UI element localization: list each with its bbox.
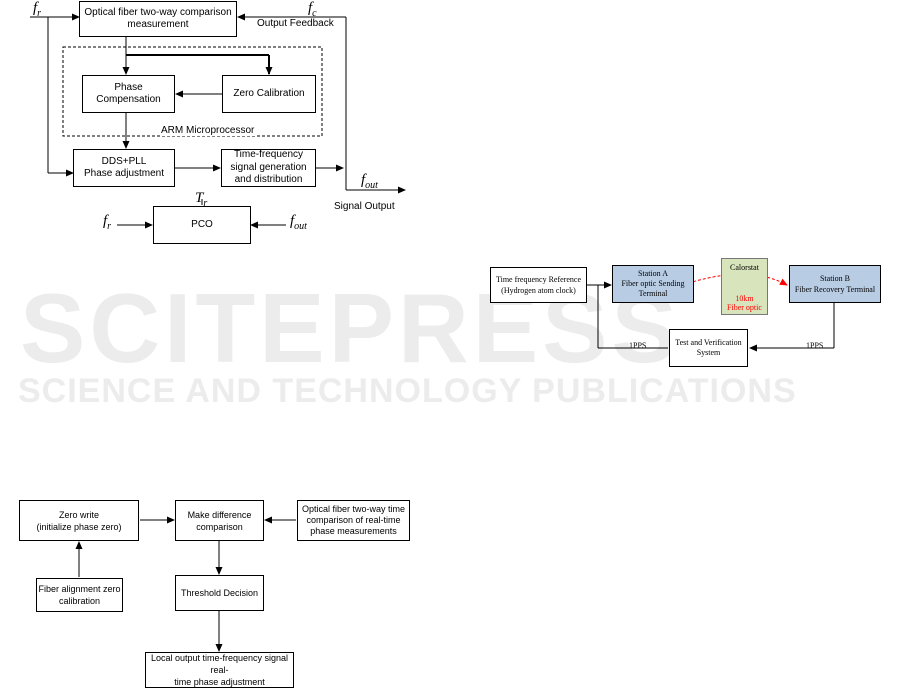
arm-microprocessor-label: ARM Microprocessor bbox=[160, 125, 256, 136]
calorstat-box: Calorstat bbox=[721, 258, 768, 315]
zero-write-box: Zero write(initialize phase zero) bbox=[19, 500, 139, 541]
symbol-fr: fr bbox=[33, 0, 42, 19]
symbol-tr: Tr bbox=[195, 190, 208, 209]
pps-right-label: 1PPS bbox=[806, 341, 824, 350]
pps-left-label: 1PPS bbox=[629, 341, 647, 350]
watermark-subtitle: SCIENCE AND TECHNOLOGY PUBLICATIONS bbox=[18, 372, 797, 410]
time-frequency-reference-box: Time frequency Reference(Hydrogen atom c… bbox=[490, 267, 587, 303]
symbol-fout-top: fout bbox=[361, 172, 378, 191]
signal-output-label: Signal Output bbox=[334, 201, 395, 212]
symbol-fc: fc bbox=[308, 0, 317, 19]
symbol-fout-pco: fout bbox=[290, 213, 307, 232]
pco-box: PCO bbox=[153, 206, 251, 244]
zero-calibration-box: Zero Calibration bbox=[222, 75, 316, 113]
threshold-decision-box: Threshold Decision bbox=[175, 575, 264, 611]
output-feedback-label: Output Feedback bbox=[257, 18, 334, 29]
symbol-fr-pco: fr bbox=[103, 213, 112, 232]
local-output-box: Local output time-frequency signal real-… bbox=[145, 652, 294, 688]
